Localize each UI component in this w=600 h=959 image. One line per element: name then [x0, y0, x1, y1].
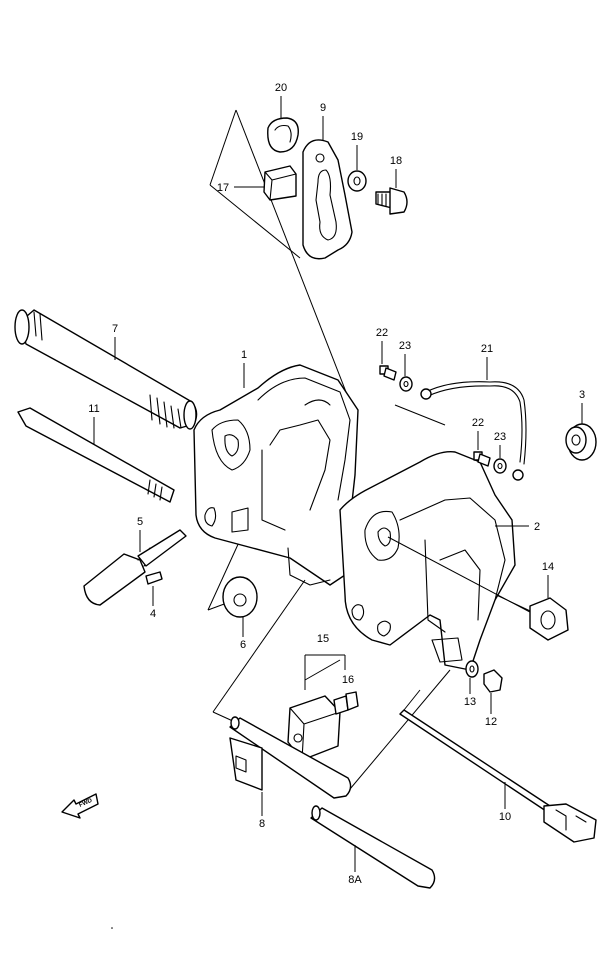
callout-20: 20	[275, 82, 287, 94]
part-2-clamp-bracket	[339, 451, 516, 671]
callout-13: 13	[464, 696, 476, 708]
part-14-nut	[529, 597, 569, 641]
part-20-clip	[267, 117, 299, 153]
part-19-washer	[347, 170, 367, 192]
callout-18: 18	[390, 155, 402, 167]
callout-12: 12	[485, 716, 497, 728]
part-9-bracket	[302, 139, 353, 260]
callout-16: 16	[342, 674, 354, 686]
callout-labels: 20 9 19 18 17 7 22 23 21 1 3 11 22 23 2 …	[88, 82, 585, 886]
callout-8a: 8A	[348, 874, 362, 886]
forward-marker: FWD	[61, 793, 99, 819]
part-4-pin	[145, 571, 163, 585]
part-13-washer	[465, 660, 479, 678]
part-23-washer-lower	[493, 458, 507, 474]
callout-22-upper: 22	[376, 327, 388, 339]
callout-7: 7	[112, 323, 118, 335]
forward-arrow-icon	[61, 793, 99, 819]
part-22-bolt-upper	[379, 365, 397, 381]
part-12-nut	[483, 669, 503, 693]
callout-1: 1	[241, 349, 247, 361]
callout-22-lower: 22	[472, 417, 484, 429]
callout-15: 15	[317, 633, 329, 645]
part-1-clamp-bracket	[193, 364, 359, 586]
callout-10: 10	[499, 811, 511, 823]
callout-3: 3	[579, 389, 585, 401]
callout-23-upper: 23	[399, 340, 411, 352]
part-10-sensor-rod	[399, 709, 597, 843]
callout-5: 5	[137, 516, 143, 528]
callout-23-lower: 23	[494, 431, 506, 443]
part-22-bolt-lower	[473, 451, 491, 467]
callout-4: 4	[150, 608, 156, 620]
callout-2: 2	[534, 521, 540, 533]
part-5-lever-spring	[83, 529, 187, 606]
callout-21: 21	[481, 343, 493, 355]
callout-17: 17	[217, 182, 229, 194]
callout-6: 6	[240, 639, 246, 651]
part-8-rod	[229, 716, 352, 799]
part-18-bolt	[375, 187, 408, 215]
speck	[111, 927, 113, 929]
callout-8: 8	[259, 818, 265, 830]
part-21-lead-wire	[420, 381, 527, 481]
callout-19: 19	[351, 131, 363, 143]
part-7-shaft	[14, 309, 198, 430]
part-8a-rod	[310, 805, 436, 889]
part-6-washer	[222, 576, 258, 618]
part-17-pad	[263, 165, 297, 201]
part-23-washer-upper	[399, 376, 413, 392]
part-11-long-bolt	[17, 407, 175, 503]
part-3-bushing	[565, 423, 597, 461]
forward-label: FWD	[78, 798, 94, 809]
callout-9: 9	[320, 102, 326, 114]
callout-11: 11	[88, 403, 99, 415]
callout-14: 14	[542, 561, 554, 573]
part-16-screw	[333, 691, 359, 715]
